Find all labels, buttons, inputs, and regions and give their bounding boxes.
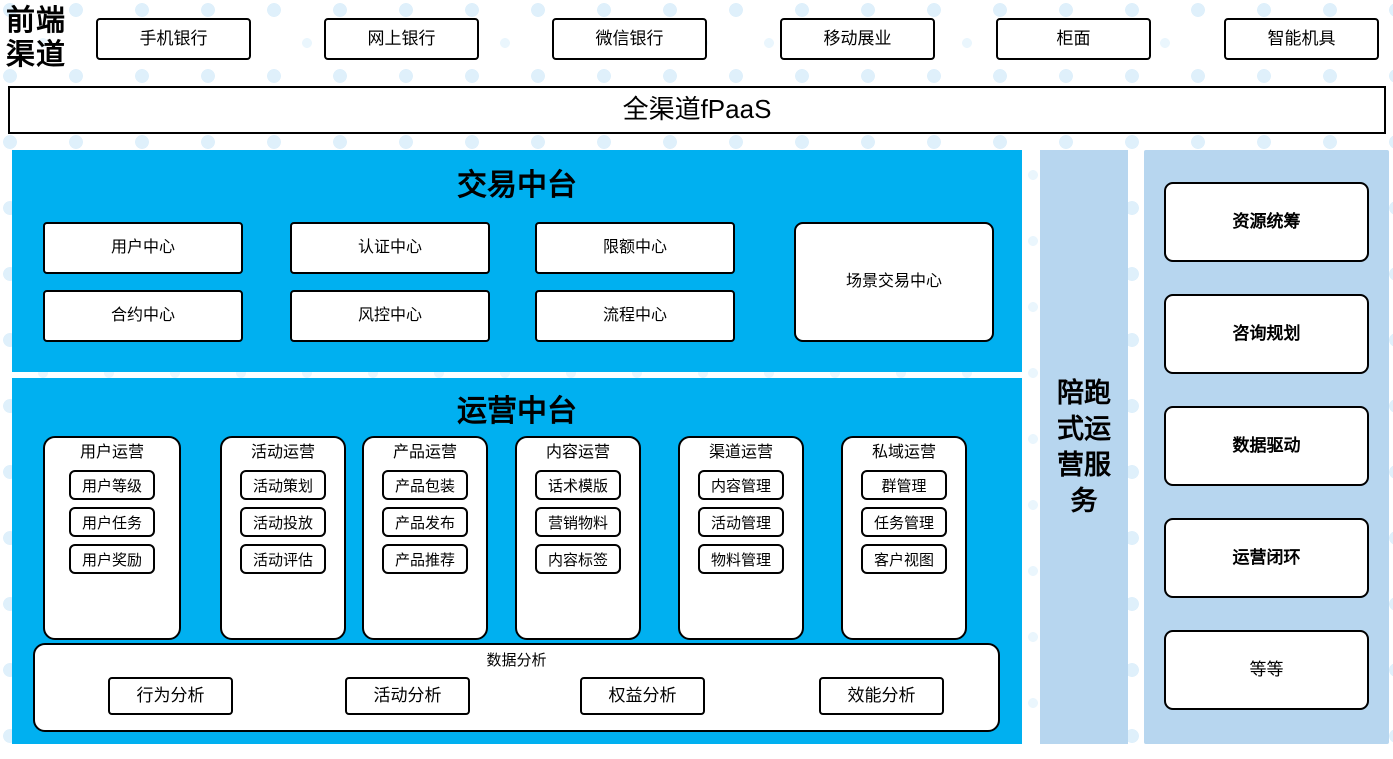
ops-item[interactable]: 内容管理 <box>698 470 784 500</box>
service-card-data-driven[interactable]: 数据驱动 <box>1164 406 1369 486</box>
ops-item[interactable]: 用户奖励 <box>69 544 155 574</box>
trade-box-limit-center[interactable]: 限额中心 <box>535 222 735 274</box>
trade-box-risk-center[interactable]: 风控中心 <box>290 290 490 342</box>
escort-operation-service-panel: 陪跑式运营服务 <box>1040 150 1128 744</box>
ops-group-user-operations[interactable]: 用户运营 用户等级 用户任务 用户奖励 <box>43 436 181 640</box>
data-analysis-item-label: 权益分析 <box>608 686 677 706</box>
data-analysis-item-label: 效能分析 <box>847 686 916 706</box>
ops-group-title: 私域运营 <box>871 444 936 461</box>
service-capabilities-panel: 资源统筹 咨询规划 数据驱动 运营闭环 等等 <box>1144 150 1389 744</box>
ops-group-title: 用户运营 <box>79 444 144 461</box>
ops-item[interactable]: 活动策划 <box>240 470 326 500</box>
ops-item[interactable]: 活动投放 <box>240 507 326 537</box>
service-card-label: 资源统筹 <box>1232 212 1301 232</box>
data-analysis-item-benefit[interactable]: 权益分析 <box>580 677 705 715</box>
ops-item[interactable]: 群管理 <box>861 470 947 500</box>
trade-center-title: 交易中台 <box>457 169 577 202</box>
trade-box-user-center[interactable]: 用户中心 <box>43 222 243 274</box>
ops-group-content-operations[interactable]: 内容运营 话术模版 营销物料 内容标签 <box>515 436 641 640</box>
ops-group-title: 渠道运营 <box>708 444 773 461</box>
data-analysis-item-label: 活动分析 <box>373 686 442 706</box>
service-card-etc[interactable]: 等等 <box>1164 630 1369 710</box>
ops-item[interactable]: 客户视图 <box>861 544 947 574</box>
ops-item[interactable]: 产品推荐 <box>382 544 468 574</box>
ops-group-title: 活动运营 <box>250 444 315 461</box>
fpaas-label: 全渠道fPaaS <box>622 94 772 125</box>
data-analysis-item-label: 行为分析 <box>136 686 205 706</box>
channel-label: 网上银行 <box>367 29 436 49</box>
trade-box-label: 限额中心 <box>602 238 667 256</box>
ops-group-private-domain-operations[interactable]: 私域运营 群管理 任务管理 客户视图 <box>841 436 967 640</box>
frontend-label-line1: 前端 <box>6 5 67 37</box>
frontend-channel-label: 前端 渠道 <box>2 2 88 74</box>
trade-box-label: 场景交易中心 <box>845 272 942 290</box>
data-analysis-title: 数据分析 <box>486 652 547 669</box>
channel-label: 柜面 <box>1056 29 1091 49</box>
ops-center-panel: 运营中台 用户运营 用户等级 用户任务 用户奖励 活动运营 活动策划 活动投放 … <box>12 378 1022 744</box>
channel-mobile-business[interactable]: 移动展业 <box>780 18 935 60</box>
ops-item[interactable]: 活动管理 <box>698 507 784 537</box>
ops-item[interactable]: 产品包装 <box>382 470 468 500</box>
trade-box-label: 认证中心 <box>357 238 422 256</box>
channel-label: 移动展业 <box>823 29 892 49</box>
service-card-label: 运营闭环 <box>1232 548 1301 568</box>
ops-item[interactable]: 产品发布 <box>382 507 468 537</box>
data-analysis-item-behavior[interactable]: 行为分析 <box>108 677 233 715</box>
data-analysis-item-campaign[interactable]: 活动分析 <box>345 677 470 715</box>
channel-mobile-bank[interactable]: 手机银行 <box>96 18 251 60</box>
channel-counter[interactable]: 柜面 <box>996 18 1151 60</box>
service-card-label: 数据驱动 <box>1232 436 1301 456</box>
trade-box-scene-transaction-center[interactable]: 场景交易中心 <box>794 222 994 342</box>
trade-box-contract-center[interactable]: 合约中心 <box>43 290 243 342</box>
ops-item[interactable]: 用户等级 <box>69 470 155 500</box>
channel-label: 智能机具 <box>1267 29 1336 49</box>
service-card-resource-coordination[interactable]: 资源统筹 <box>1164 182 1369 262</box>
ops-item[interactable]: 物料管理 <box>698 544 784 574</box>
trade-box-label: 用户中心 <box>110 238 175 256</box>
trade-box-label: 流程中心 <box>602 306 667 324</box>
channel-label: 微信银行 <box>595 29 664 49</box>
ops-center-title: 运营中台 <box>457 395 577 428</box>
ops-group-title: 产品运营 <box>392 444 457 461</box>
ops-group-campaign-operations[interactable]: 活动运营 活动策划 活动投放 活动评估 <box>220 436 346 640</box>
channel-wechat-bank[interactable]: 微信银行 <box>552 18 707 60</box>
data-analysis-panel: 数据分析 行为分析 活动分析 权益分析 效能分析 <box>33 643 1000 732</box>
trade-center-panel: 交易中台 用户中心 认证中心 限额中心 合约中心 风控中心 流程中心 场景交易中… <box>12 150 1022 372</box>
ops-item[interactable]: 任务管理 <box>861 507 947 537</box>
ops-item[interactable]: 活动评估 <box>240 544 326 574</box>
data-analysis-item-efficiency[interactable]: 效能分析 <box>819 677 944 715</box>
service-card-label: 咨询规划 <box>1232 324 1301 344</box>
channel-online-bank[interactable]: 网上银行 <box>324 18 479 60</box>
service-card-consulting-planning[interactable]: 咨询规划 <box>1164 294 1369 374</box>
ops-item[interactable]: 营销物料 <box>535 507 621 537</box>
ops-item[interactable]: 内容标签 <box>535 544 621 574</box>
escort-service-label: 陪跑式运营服务 <box>1057 378 1111 516</box>
omnichannel-fpaas-bar[interactable]: 全渠道fPaaS <box>8 86 1386 134</box>
trade-box-label: 风控中心 <box>357 306 422 324</box>
trade-box-process-center[interactable]: 流程中心 <box>535 290 735 342</box>
ops-item[interactable]: 用户任务 <box>69 507 155 537</box>
ops-group-title: 内容运营 <box>545 444 610 461</box>
service-card-label: 等等 <box>1249 660 1284 680</box>
service-card-operation-closed-loop[interactable]: 运营闭环 <box>1164 518 1369 598</box>
trade-box-label: 合约中心 <box>110 306 175 324</box>
channel-label: 手机银行 <box>139 29 208 49</box>
ops-item[interactable]: 话术模版 <box>535 470 621 500</box>
channel-smart-machine[interactable]: 智能机具 <box>1224 18 1379 60</box>
frontend-label-line2: 渠道 <box>6 39 67 71</box>
ops-group-product-operations[interactable]: 产品运营 产品包装 产品发布 产品推荐 <box>362 436 488 640</box>
trade-box-auth-center[interactable]: 认证中心 <box>290 222 490 274</box>
ops-group-channel-operations[interactable]: 渠道运营 内容管理 活动管理 物料管理 <box>678 436 804 640</box>
